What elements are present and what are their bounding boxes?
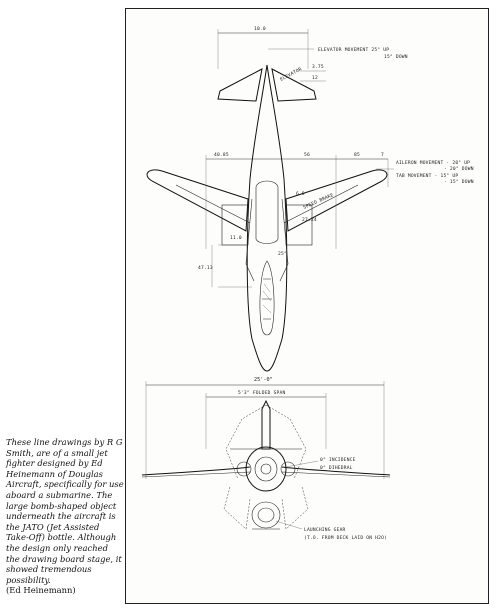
chord-dim: 11.0 <box>230 235 242 241</box>
aircraft-line-drawing: 10.0 ELEVATOR MOVEMENT 25° UP 15° DOWN 3… <box>141 26 474 541</box>
tab-movement-down-label: · 15° DOWN <box>444 179 474 185</box>
front-view: 25'-0" 5'3" FOLDED SPAN <box>141 377 391 541</box>
span-left-dim: 40.85 <box>214 152 229 158</box>
drawing-sheet: 10.0 ELEVATOR MOVEMENT 25° UP 15° DOWN 3… <box>125 8 489 604</box>
speed-brake-label: SPEED BRAKE <box>302 192 334 211</box>
folded-span-label: 5'3" FOLDED SPAN <box>238 390 285 396</box>
plan-view: 10.0 ELEVATOR MOVEMENT 25° UP 15° DOWN 3… <box>146 26 474 372</box>
aileron-movement-down-label: · 20° DOWN <box>444 166 474 172</box>
elevator-movement-down-label: 15° DOWN <box>384 54 408 60</box>
caption-text: These line drawings by R G Smith, are of… <box>6 437 124 585</box>
caption-credit: (Ed Heinemann) <box>6 585 76 596</box>
deck-note-label: (T.O. FROM DECK LAID ON H2O) <box>304 535 387 541</box>
span-label: 25'-0" <box>254 377 273 383</box>
tail-dim-b: 12 <box>312 75 318 81</box>
wing-dim-a: 6.5 <box>296 191 305 197</box>
dihedral-label: 0° DIHEDRAL <box>320 465 353 471</box>
span-right-dim: 85 <box>354 152 360 158</box>
fuselage-dim: 47.13 <box>198 265 213 271</box>
angle-label: 25° <box>278 251 287 257</box>
span-mid-dim: 56 <box>304 152 310 158</box>
tab-movement-label: TAB MOVEMENT · 15° UP <box>396 173 458 179</box>
tab-dim: 7 <box>381 152 384 158</box>
aileron-movement-label: AILERON MOVEMENT · 20° UP <box>396 160 470 166</box>
elevator-movement-label: ELEVATOR MOVEMENT 25° UP <box>318 47 389 53</box>
incidence-label: 0° INCIDENCE <box>320 457 356 463</box>
wing-dim-b: 27.24 <box>302 217 317 223</box>
photo-caption: These line drawings by R G Smith, are of… <box>6 437 124 596</box>
top-dimension-label: 10.0 <box>254 26 266 32</box>
tail-dim-a: 3.75 <box>312 64 324 70</box>
launching-gear-label: LAUNCHING GEAR <box>304 527 346 533</box>
